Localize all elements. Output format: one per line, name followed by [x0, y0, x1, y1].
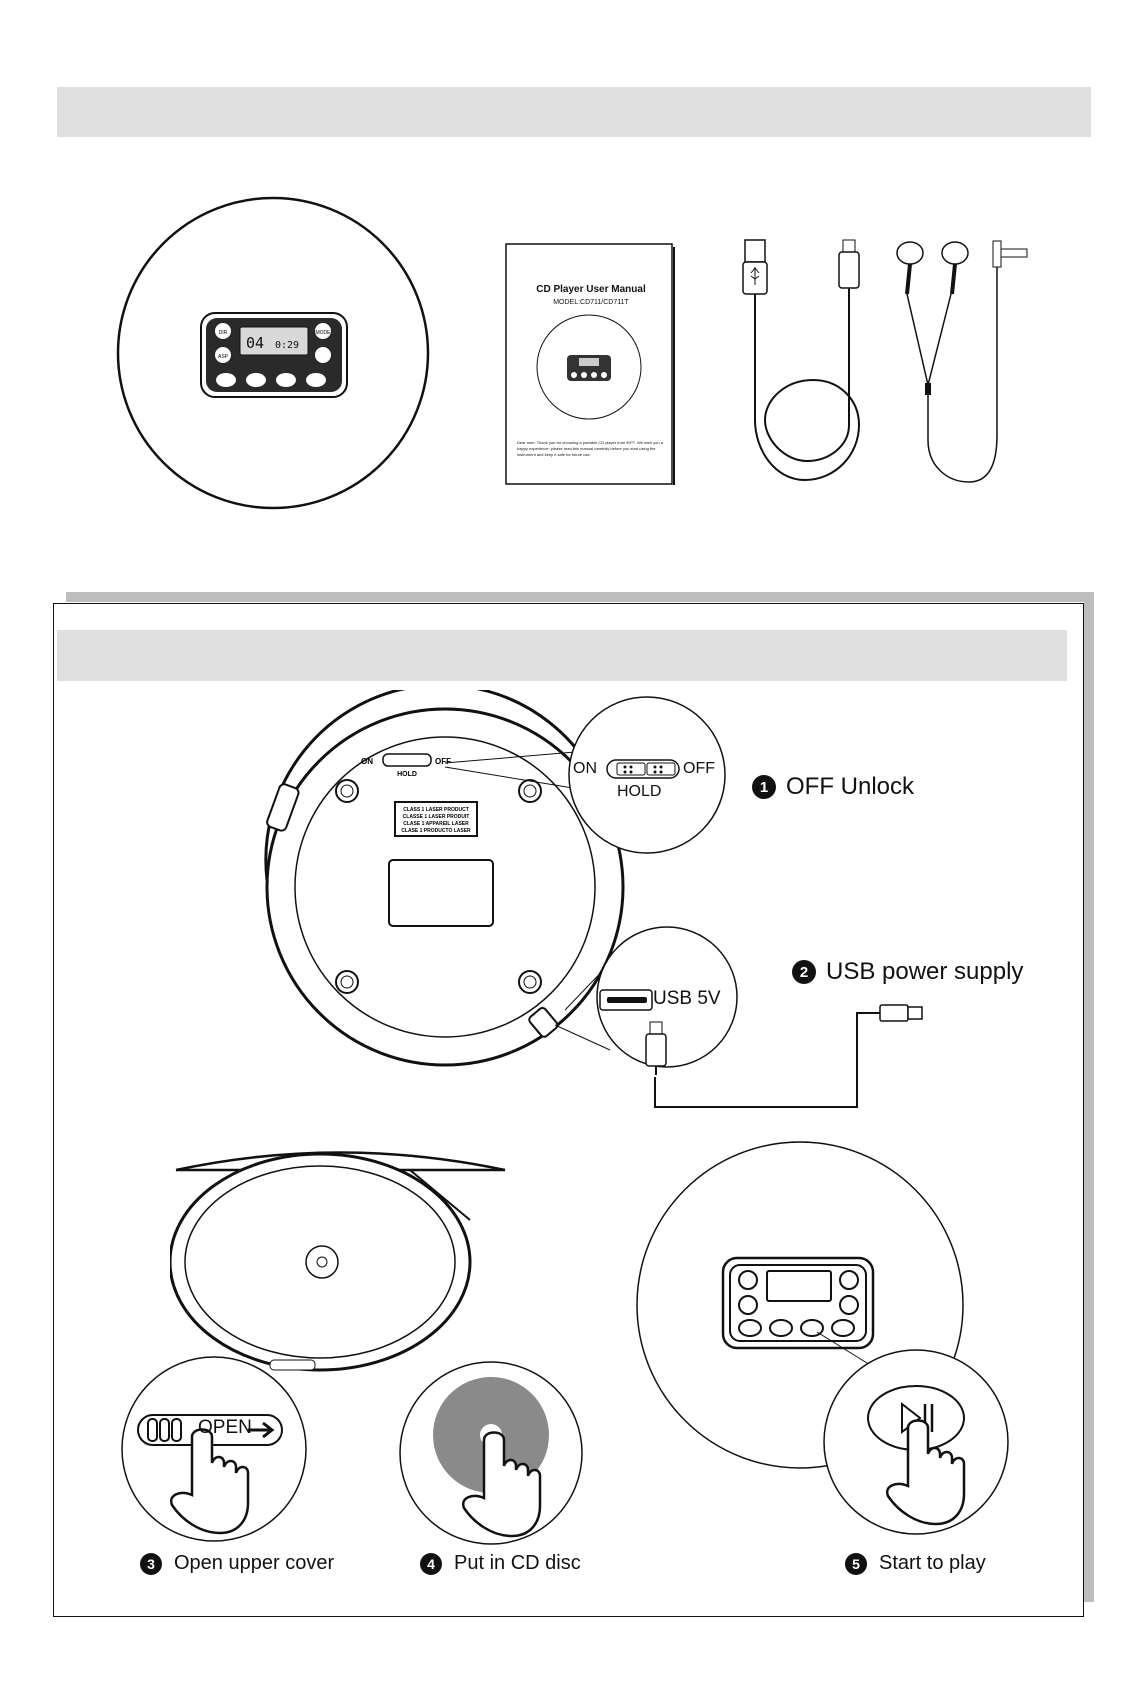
step-3-number: 3: [140, 1552, 162, 1575]
svg-text:OFF: OFF: [435, 757, 451, 766]
play-button-zoom-callout: [822, 1348, 1010, 1536]
asp-label: ASP: [218, 354, 229, 360]
usb-port-zoom-callout: USB 5V: [595, 920, 740, 1075]
step-3-label: Open upper cover: [174, 1552, 335, 1574]
svg-text:HOLD: HOLD: [397, 771, 417, 778]
opened-player-illustration: [168, 1140, 510, 1380]
earphones-illustration: [893, 235, 1043, 485]
usb-cable-illustration: [735, 235, 875, 485]
step-5-label: Start to play: [879, 1552, 986, 1574]
step-5-number: 5: [845, 1552, 867, 1575]
lcd-number: 04: [246, 334, 264, 352]
step-4-label: Put in CD disc: [454, 1552, 581, 1574]
open-label: OPEN: [198, 1417, 252, 1438]
step-1-label: OFF Unlock: [786, 773, 915, 800]
dir-label: DIR: [219, 330, 228, 336]
package-contents-header-bar: [57, 87, 1091, 137]
lcd-time: 0:29: [275, 340, 299, 351]
laser-line-1: CLASS 1 LASER PRODUCT: [403, 807, 469, 813]
step-1-number: 1: [752, 775, 776, 799]
hold-switch-zoom-callout: ON OFF HOLD: [567, 695, 727, 855]
cd-disc-zoom-callout: [398, 1360, 584, 1546]
step-5: 5 Start to play: [845, 1552, 986, 1575]
panel-shadow-top: [66, 592, 1094, 602]
mode-label: MODE: [316, 330, 332, 336]
laser-line-2: CLASSE 1 LASER PRODUIT: [403, 814, 470, 820]
hold-on-label: ON: [573, 760, 597, 777]
svg-text:ON: ON: [361, 757, 373, 766]
panel-shadow-right: [1084, 592, 1094, 1602]
player-back-view: ON OFF HOLD CLASS 1 LASER PRODUCT CLASSE…: [255, 683, 755, 1090]
step-2-label: USB power supply: [826, 958, 1024, 985]
laser-line-4: CLASE 1 PRODUCTO LASER: [401, 828, 471, 834]
usb-5v-label: USB 5V: [653, 988, 721, 1009]
manual-body-text: Dear user: Thank you for choosing a port…: [517, 440, 663, 457]
laser-line-3: CLASE 1 APPAREIL LASER: [403, 821, 469, 827]
step-1: 1 OFF Unlock: [752, 773, 914, 801]
step-2: 2 USB power supply: [792, 958, 1023, 986]
open-slider-zoom-callout: OPEN: [120, 1355, 308, 1543]
step-2-number: 2: [792, 960, 816, 984]
user-manual-booklet: CD Player User Manual MODEL:CD711/CD711T…: [505, 243, 677, 486]
usb-power-cable: [650, 995, 930, 1115]
hold-label: HOLD: [617, 783, 662, 800]
manual-title: CD Player User Manual: [536, 284, 646, 295]
cd-player-top-illustration: 04 0:29 DIR ASP MODE: [115, 195, 431, 511]
step-4: 4 Put in CD disc: [420, 1552, 581, 1575]
hold-off-label: OFF: [683, 760, 715, 777]
step-4-number: 4: [420, 1552, 442, 1575]
instructions-header-bar: [57, 630, 1067, 681]
manual-model: MODEL:CD711/CD711T: [553, 299, 629, 306]
step-3: 3 Open upper cover: [140, 1552, 334, 1575]
